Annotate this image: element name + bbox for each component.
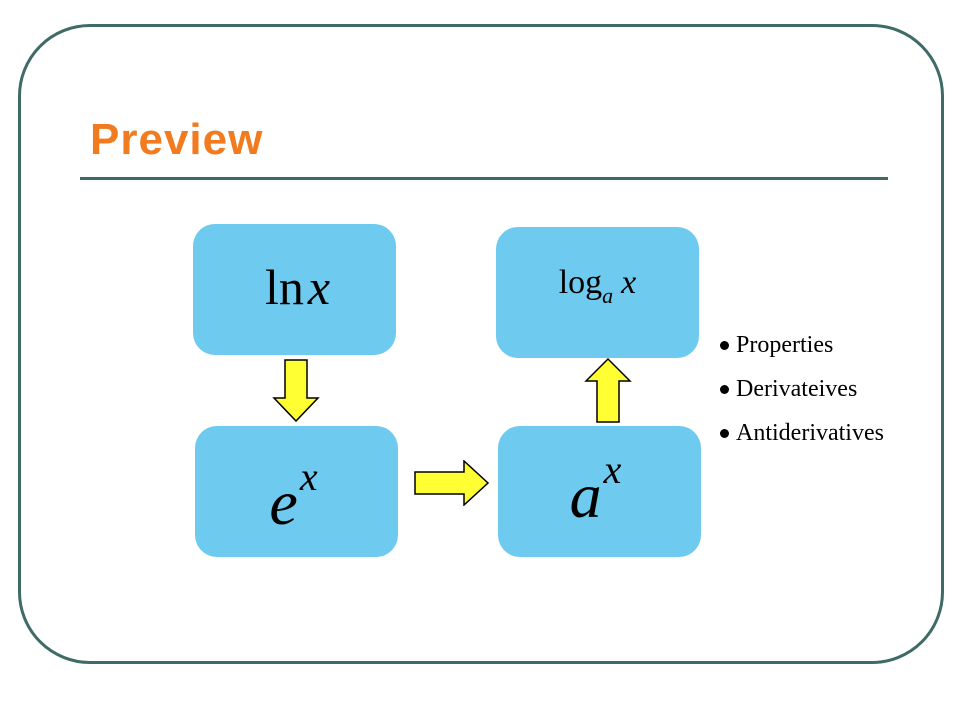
- log-base: a: [602, 282, 614, 308]
- slide-frame: [18, 24, 944, 664]
- ln-variable: x: [307, 258, 331, 315]
- e-x-expression: ex: [269, 456, 317, 535]
- title-divider: [80, 177, 888, 180]
- ln-x-expression: lnx: [265, 262, 330, 312]
- e-x-box: ex: [195, 426, 398, 557]
- log-function-label: log: [558, 263, 603, 301]
- ln-x-box: lnx: [193, 224, 396, 355]
- slide-title: Preview: [90, 115, 264, 164]
- bullet-dot-icon: [720, 428, 729, 438]
- arrow-down-icon: [272, 359, 320, 423]
- bullet-label-derivatives: Derivateives: [736, 376, 858, 402]
- arrow-right-icon: [414, 460, 490, 506]
- topic-bullet-list: Properties Derivateives Antiderivatives: [718, 323, 884, 455]
- list-item: Antiderivatives: [718, 411, 884, 455]
- a-x-expression: ax: [570, 449, 622, 528]
- a-x-box: ax: [498, 426, 701, 557]
- log-variable: x: [621, 263, 637, 301]
- a-base: a: [569, 459, 602, 531]
- e-exponent: x: [299, 453, 318, 499]
- arrow-up-icon: [584, 358, 632, 423]
- bullet-label-antiderivatives: Antiderivatives: [736, 420, 884, 446]
- bullet-dot-icon: [720, 384, 729, 394]
- e-base: e: [269, 466, 298, 538]
- bullet-label-properties: Properties: [736, 332, 834, 358]
- a-exponent: x: [603, 446, 622, 492]
- bullet-dot-icon: [720, 340, 729, 350]
- ln-function-label: ln: [264, 258, 304, 315]
- list-item: Properties: [718, 323, 884, 367]
- list-item: Derivateives: [718, 367, 884, 411]
